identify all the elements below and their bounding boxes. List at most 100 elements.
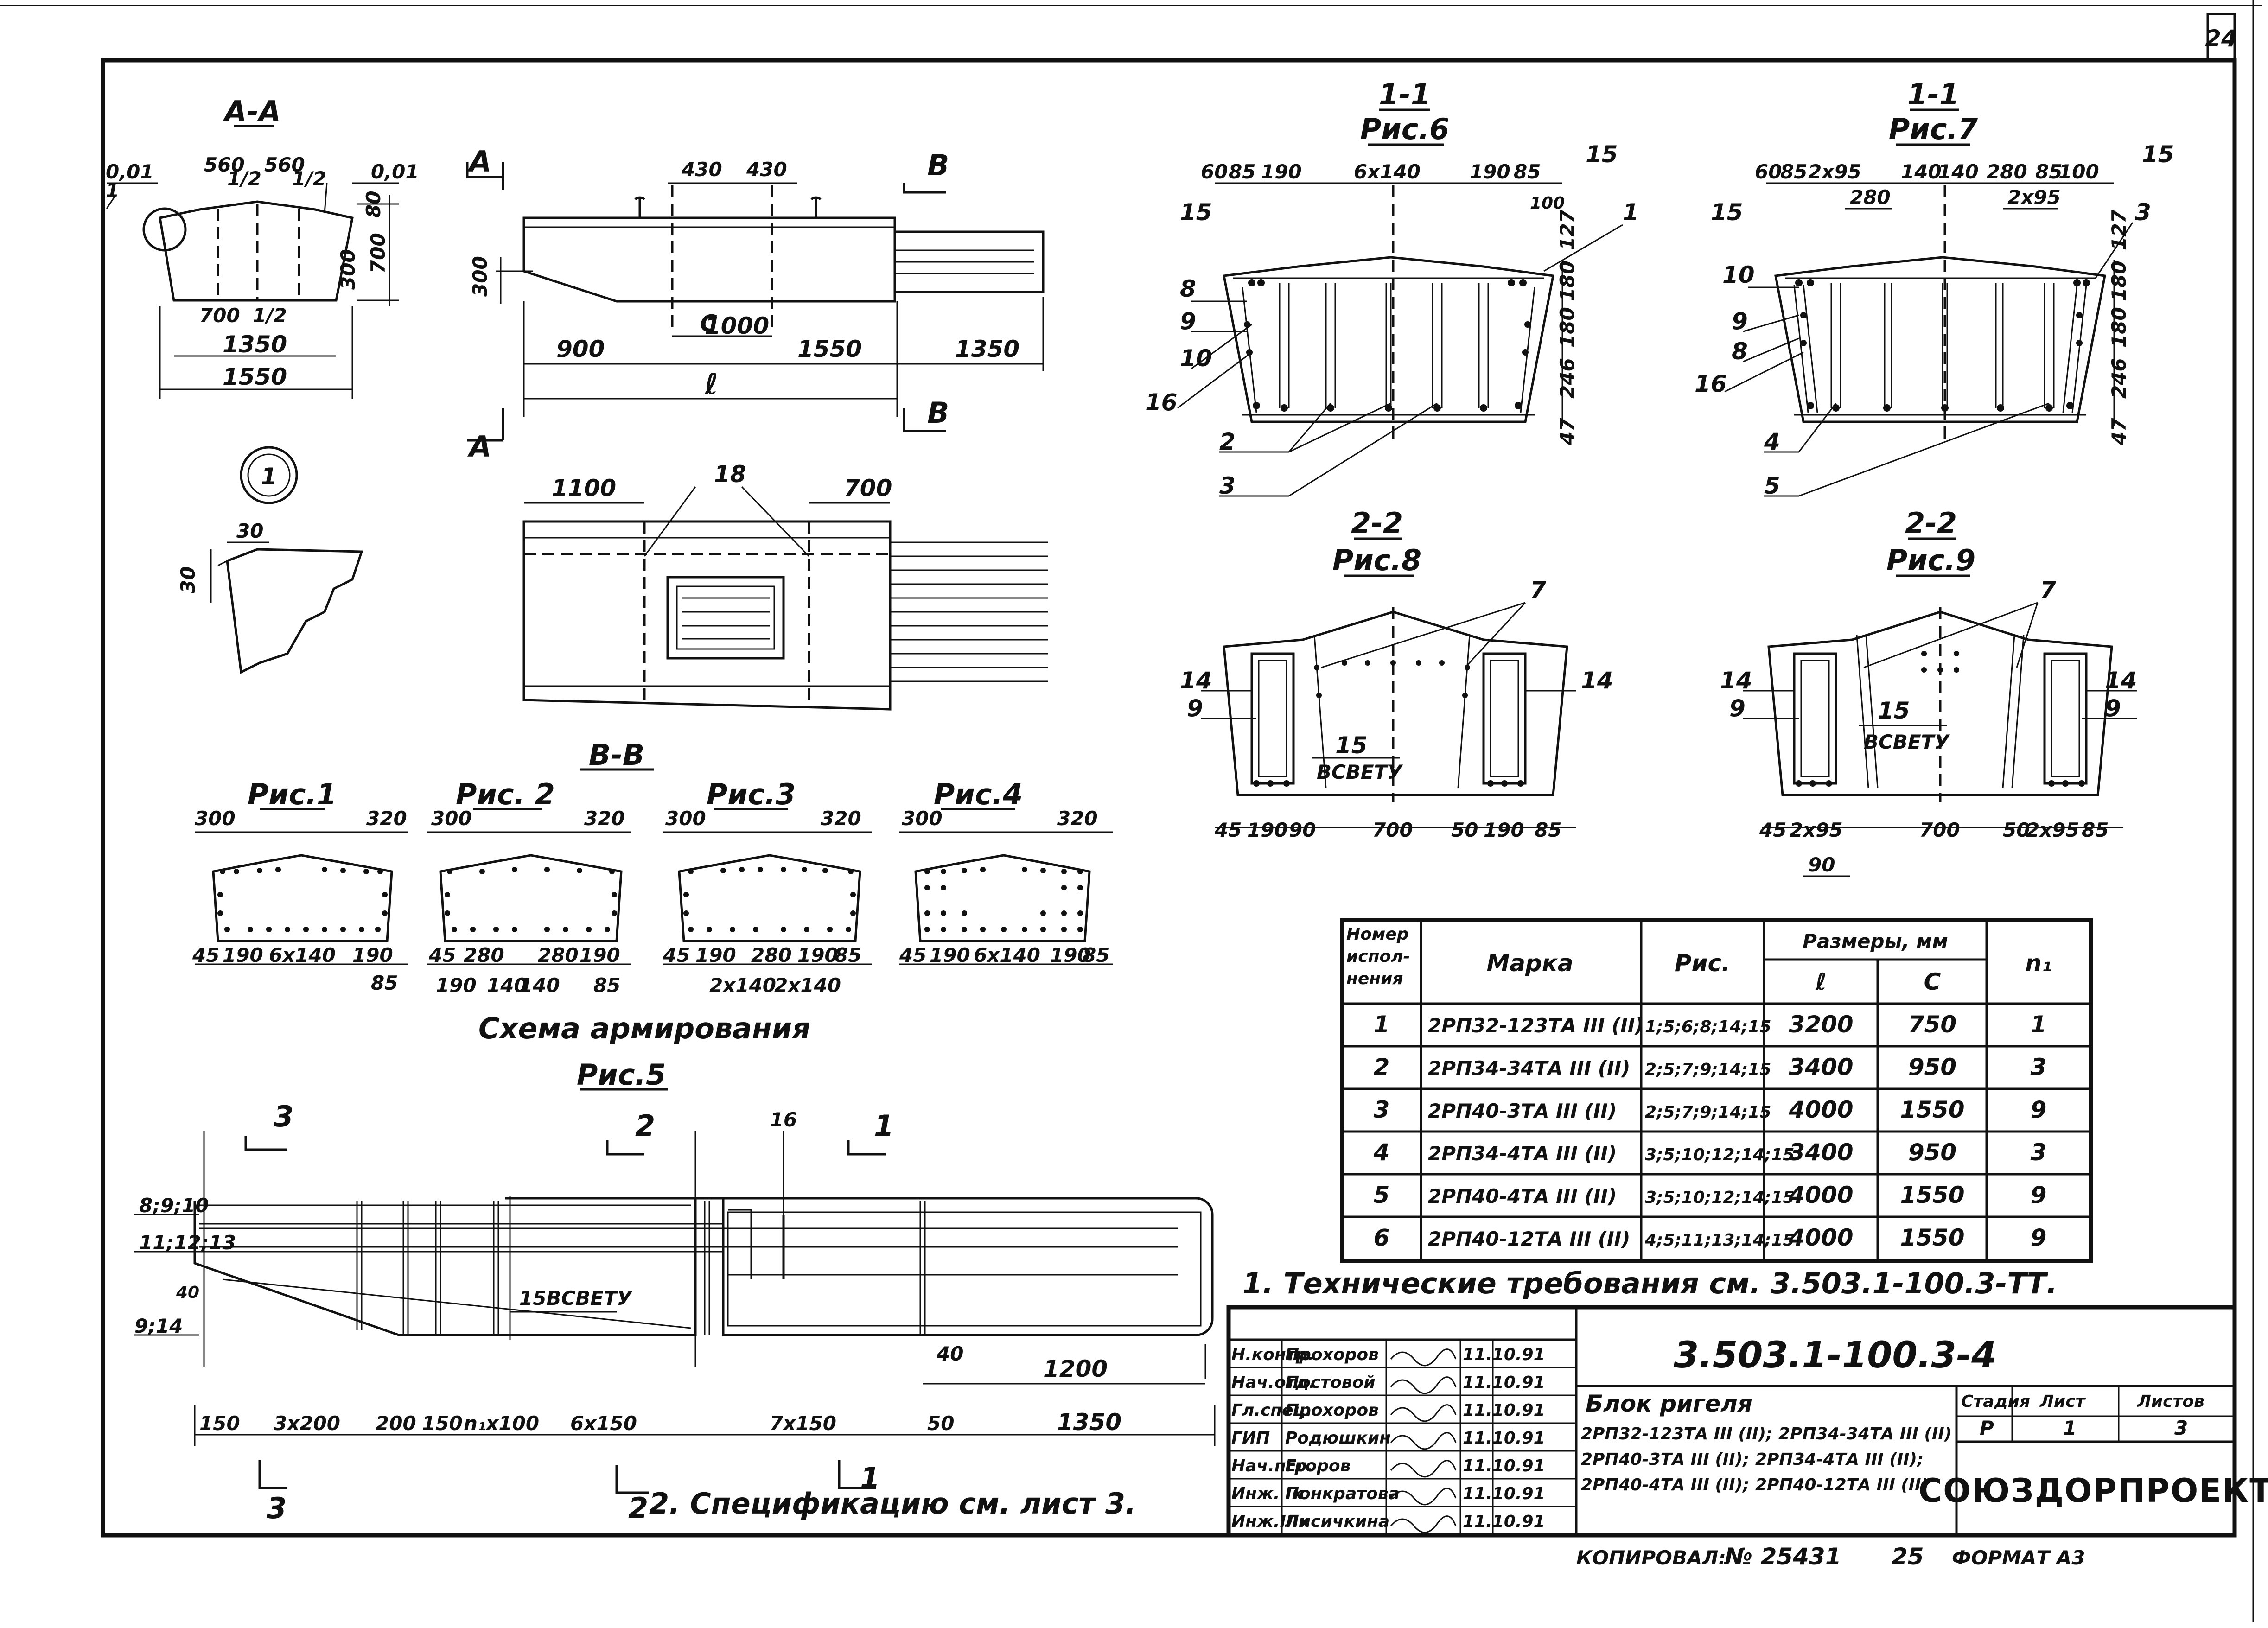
handwritten-signature bbox=[1390, 1376, 1457, 1394]
table-cell-mark: 2РП34-4ТА III (II) bbox=[1428, 1142, 1617, 1165]
note-2-specification: 2. Спецификацию см. лист 3. bbox=[649, 1487, 1136, 1520]
s11a-dim-85-b: 85 bbox=[1514, 160, 1541, 183]
s11b-dim-85-a: 85 bbox=[1780, 160, 1807, 183]
s11a-dim-127: 127 bbox=[1556, 210, 1579, 250]
s22b-pos-7: 7 bbox=[2040, 577, 2056, 604]
fig2-dim-45: 45 bbox=[428, 944, 456, 967]
signature-date: 11.10.91 bbox=[1463, 1373, 1545, 1392]
long-label-11-12-13: 11;12;13 bbox=[139, 1231, 236, 1254]
table-cell-c: 950 bbox=[1908, 1139, 1956, 1166]
s11b-dim-280-a: 280 bbox=[1987, 160, 2027, 183]
s22a-note-vsvetu: ВСВЕТУ bbox=[1317, 761, 1403, 783]
s22a-dim-700: 700 bbox=[1372, 819, 1413, 841]
signature-name: Родюшкин bbox=[1285, 1429, 1391, 1448]
table-cell-l: 3400 bbox=[1789, 1139, 1853, 1166]
note-1-requirements: 1. Технические требования см. 3.503.1-10… bbox=[1242, 1266, 2058, 1300]
table-cell-n: 3 bbox=[2031, 1054, 2047, 1081]
copy-line: КОПИРОВАЛ: № 25431 25 ФОРМАТ А3 bbox=[1576, 1543, 2085, 1570]
sheet-number: 24 bbox=[2205, 25, 2237, 52]
title-line-1: Блок ригеля bbox=[1586, 1390, 1752, 1417]
table-header-mark: Марка bbox=[1487, 950, 1574, 977]
title-line-4: 2РП40-4ТА III (II); 2РП40-12ТА III (II) bbox=[1581, 1475, 1929, 1494]
detail-dim-30-h: 30 bbox=[236, 520, 263, 542]
fig3-dim-2x140-a: 2х140 bbox=[709, 974, 776, 997]
detail-1-label: 1 bbox=[261, 463, 277, 490]
fig3-dim-300: 300 bbox=[665, 807, 706, 830]
title-line-3: 2РП40-3ТА III (II); 2РП34-4ТА III (II); bbox=[1581, 1450, 1924, 1469]
s11a-pos-2: 2 bbox=[1219, 428, 1236, 455]
signature-name: Егоров bbox=[1285, 1456, 1351, 1475]
elev-dim-1350: 1350 bbox=[955, 336, 1019, 362]
table-header-fig: Рис. bbox=[1675, 950, 1730, 977]
s11a-pos-16: 16 bbox=[1145, 389, 1178, 416]
pos-16: 16 bbox=[770, 1108, 797, 1131]
s11b-dim-280-b: 280 bbox=[1850, 186, 1891, 209]
s11a-pos-9: 9 bbox=[1180, 308, 1196, 335]
long-label-9-14: 9;14 bbox=[134, 1315, 183, 1337]
elevation-view: А В 430 430 300 С 900 1000 1550 1350 ℓ А… bbox=[466, 145, 1045, 464]
table-cell-l: 4000 bbox=[1788, 1224, 1853, 1251]
s11a-pos-1: 1 bbox=[1623, 199, 1639, 226]
s11a-pos-15-right: 15 bbox=[1586, 141, 1618, 168]
signature-name: Прохоров bbox=[1285, 1401, 1379, 1420]
drawing-code: 3.503.1-100.3-4 bbox=[1674, 1335, 1996, 1376]
fig1-dim-300: 300 bbox=[195, 807, 236, 830]
s11a-dim-246: 246 bbox=[1556, 358, 1579, 399]
table-cell-fig: 3;5;10;12;14;15 bbox=[1645, 1188, 1794, 1207]
execution-table: Номер испол- нения Марка Рис. Размеры, м… bbox=[1340, 918, 2093, 1263]
table-cell-mark: 2РП40-3ТА III (II) bbox=[1428, 1100, 1617, 1122]
s22b-title: 2-2 bbox=[1905, 506, 1957, 540]
s11b-pos-3: 3 bbox=[2135, 199, 2151, 226]
scheme-title: Схема армирования bbox=[478, 1011, 810, 1045]
s11a-dim-100: 100 bbox=[1530, 194, 1565, 213]
fig4-dim-45: 45 bbox=[899, 944, 926, 967]
aa-dim-560-left: 560 bbox=[204, 153, 245, 176]
signature-date: 11.10.91 bbox=[1463, 1456, 1545, 1475]
table-cell-no: 3 bbox=[1374, 1096, 1390, 1123]
copy-count: 25 bbox=[1892, 1543, 1924, 1570]
table-cell-no: 6 bbox=[1374, 1224, 1390, 1251]
detail-dim-30-v: 30 bbox=[177, 566, 199, 593]
aa-dim-300: 300 bbox=[337, 249, 359, 290]
scheme-fig: Рис.5 bbox=[577, 1058, 666, 1092]
cut-mark-a-bottom: А bbox=[467, 430, 491, 464]
s11a-pos-10: 10 bbox=[1180, 345, 1212, 372]
table-cell-c: 1550 bbox=[1900, 1182, 1964, 1208]
fig2-dim-280-b: 280 bbox=[538, 944, 579, 967]
s11b-pos-5: 5 bbox=[1764, 472, 1780, 499]
s22b-dim-85: 85 bbox=[2082, 819, 2109, 841]
s11a-dim-85-a: 85 bbox=[1229, 160, 1255, 183]
signature-role: Инж. Iк bbox=[1231, 1484, 1304, 1503]
fig2-title: Рис. 2 bbox=[456, 777, 555, 811]
s22b-pos-9-left: 9 bbox=[1729, 695, 1746, 722]
s11a-dim-180-a: 180 bbox=[1556, 261, 1579, 301]
cut-mark-2-top: 2 bbox=[635, 1109, 655, 1143]
copy-number: № 25431 bbox=[1724, 1543, 1841, 1570]
aa-dim-80: 80 bbox=[362, 191, 385, 218]
fig1-dim-85: 85 bbox=[371, 972, 398, 994]
long-dim-200: 200 bbox=[376, 1412, 416, 1435]
signature-name: Прохоров bbox=[1285, 1345, 1379, 1364]
fig-2: Рис. 2 300 320 45 280 280 190 190 140 14… bbox=[427, 777, 631, 997]
fig1-dim-6x140: 6х140 bbox=[269, 944, 336, 967]
organization-name: СОЮЗДОРПРОЕКТ bbox=[1918, 1472, 2268, 1510]
table-header-c: С bbox=[1924, 968, 1941, 995]
s11b-title: 1-1 bbox=[1907, 77, 1959, 111]
fig-4: Рис.4 300 320 45 190 6х140 190 85 bbox=[899, 777, 1113, 967]
stage-value: Р bbox=[1980, 1417, 1994, 1439]
cut-mark-1-bottom: 1 bbox=[860, 1461, 880, 1495]
table-cell-l: 4000 bbox=[1788, 1096, 1853, 1123]
s11b-dim-140-a: 140 bbox=[1901, 160, 1942, 183]
elev-dim-430-b: 430 bbox=[746, 158, 787, 181]
fig2-dim-190-a: 190 bbox=[580, 944, 620, 967]
s22a-pos-14-left: 14 bbox=[1180, 667, 1212, 694]
aa-dim-001-left: 0,01 bbox=[106, 160, 154, 183]
fig1-dim-190-l: 190 bbox=[223, 944, 263, 967]
section-1-1-fig7: 1-1 Рис.7 60 85 2х95 140 140 280 85 100 bbox=[1695, 77, 2174, 499]
cut-mark-b-top: В bbox=[927, 148, 949, 182]
sheet-header: Лист bbox=[2039, 1392, 2086, 1411]
table-header-l: ℓ bbox=[1815, 968, 1827, 995]
fig4-dim-190-a: 190 bbox=[930, 944, 970, 967]
